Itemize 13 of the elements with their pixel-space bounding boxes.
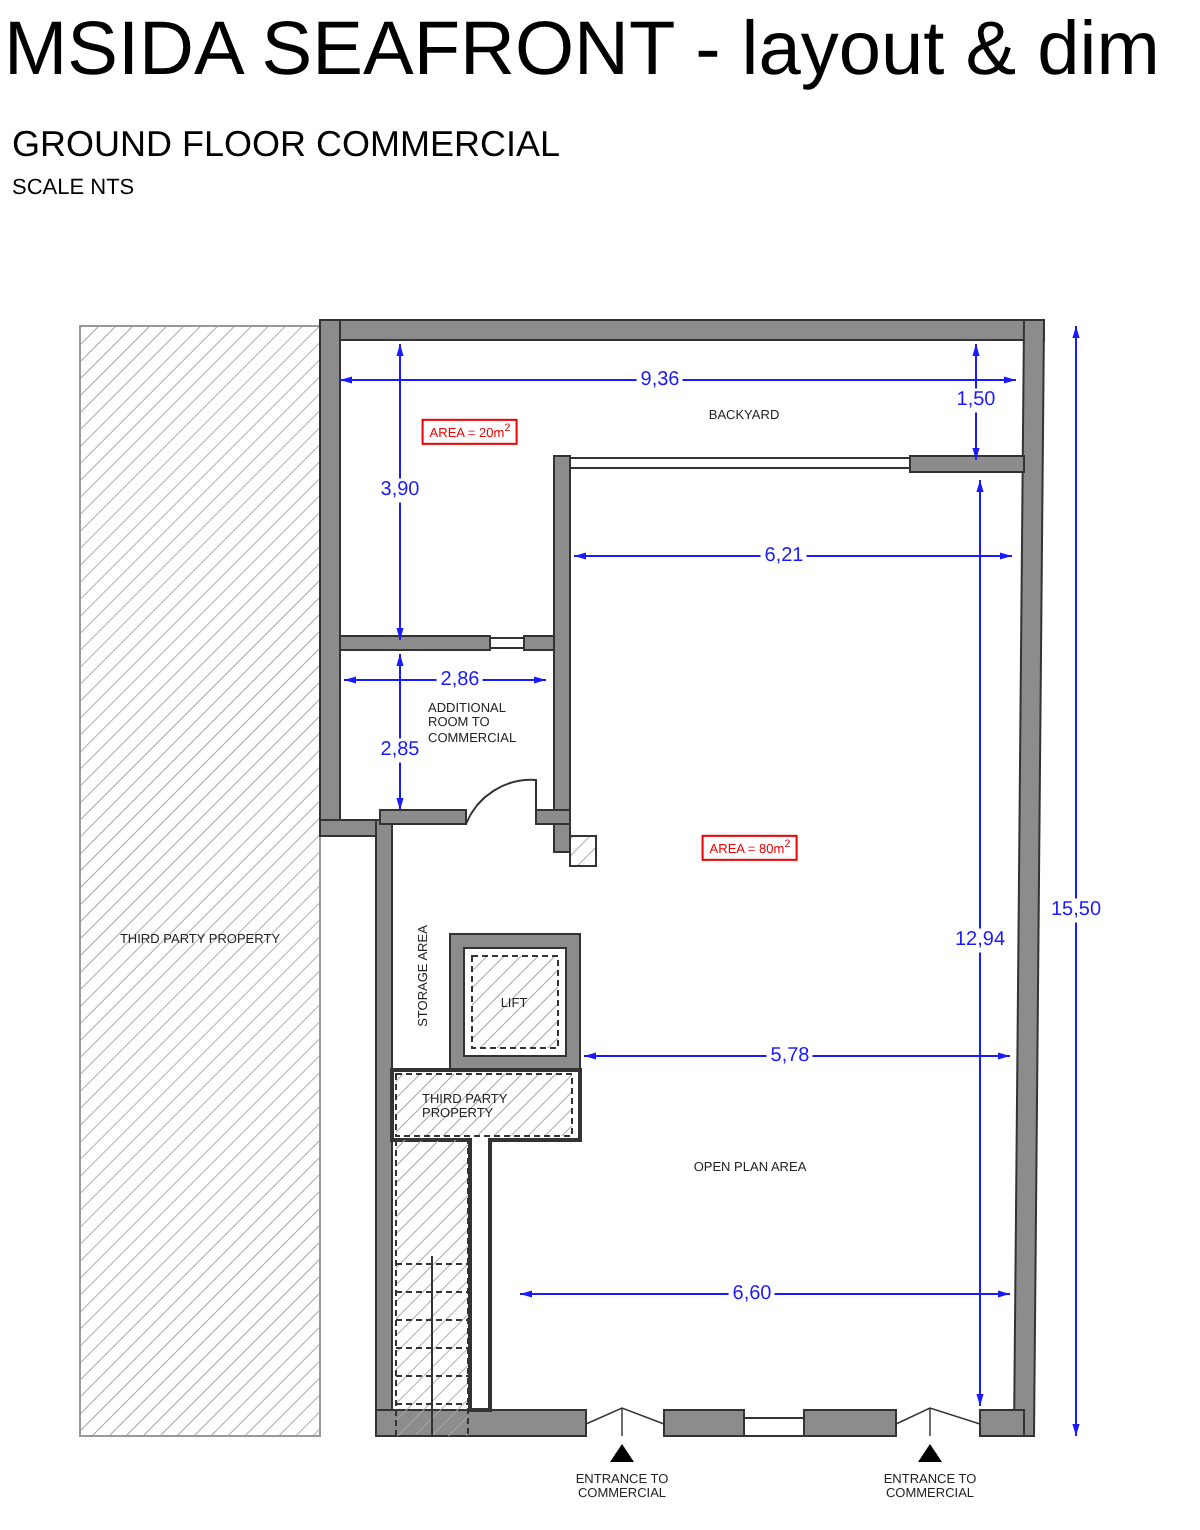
scale-note: SCALE NTS xyxy=(12,176,135,202)
subtitle: GROUND FLOOR COMMERCIAL xyxy=(12,124,561,166)
dimension-value: 2,85 xyxy=(376,738,424,762)
dimension-value: 3,90 xyxy=(376,478,424,502)
title: MSIDA SEAFRONT - layout & dim xyxy=(4,8,1160,96)
dimension-value: 6,60 xyxy=(728,1282,776,1306)
dimension-value: 12,94 xyxy=(950,928,1010,952)
dimension-value: 15,50 xyxy=(1046,898,1106,922)
dimension-value: 2,86 xyxy=(436,668,484,692)
dimension-value: 6,21 xyxy=(760,544,808,568)
dimension-value: 1,50 xyxy=(952,388,1000,412)
dimension-value: 5,78 xyxy=(766,1044,814,1068)
dimension-value: 9,36 xyxy=(636,368,684,392)
